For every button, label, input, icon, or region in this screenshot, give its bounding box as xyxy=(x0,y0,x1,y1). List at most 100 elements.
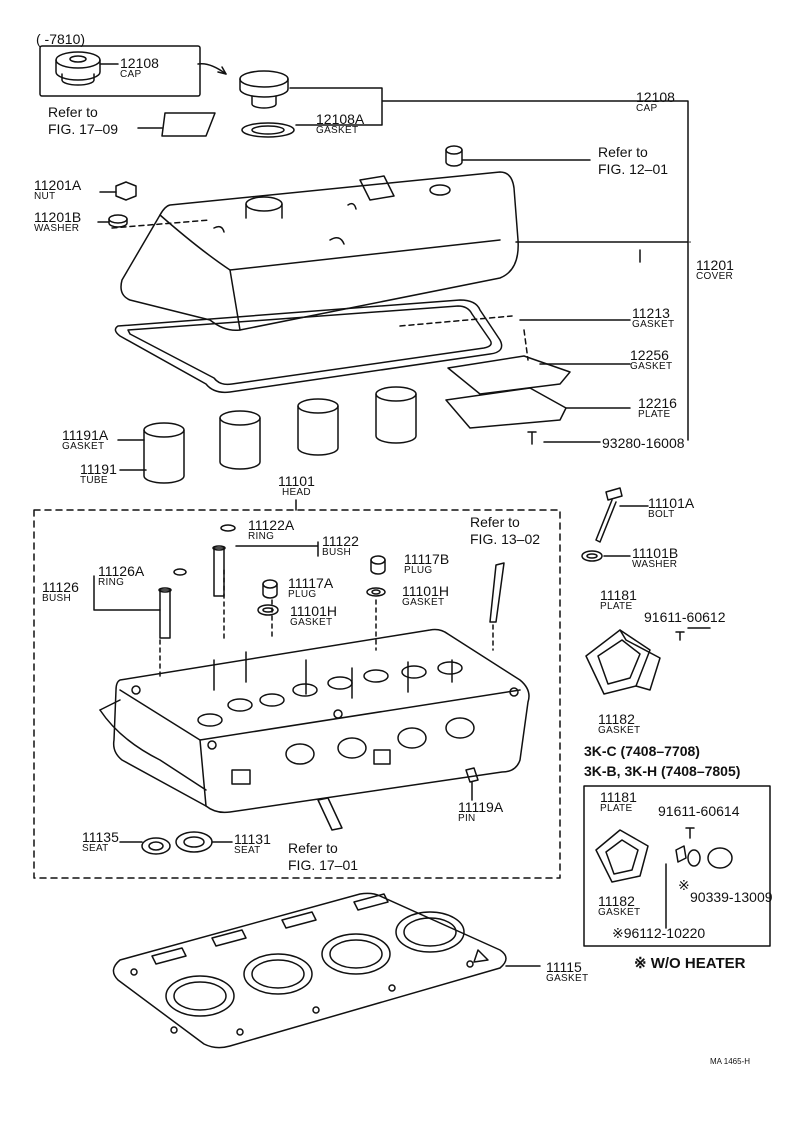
part-seat-2: 11131 SEAT xyxy=(234,832,271,856)
part-name: GASKET xyxy=(546,973,589,984)
ref-fig-12-01[interactable]: Refer to FIG. 12–01 xyxy=(598,144,669,177)
part-name: GASKET xyxy=(598,725,641,736)
part-gasket-h2: 11101H GASKET xyxy=(402,584,449,608)
old-cap-drawing xyxy=(55,51,101,86)
gasket-sheet xyxy=(161,112,216,137)
plate-bolt-drawing xyxy=(527,431,601,445)
part-name: CAP xyxy=(636,103,658,114)
part-number: 12108A xyxy=(316,111,365,127)
part-number: 11135 xyxy=(82,829,119,845)
part-number: 11201A xyxy=(34,177,82,193)
part-number: 11182 xyxy=(598,893,635,909)
part-name: NUT xyxy=(34,191,56,202)
part-gasket-nh: 11182 GASKET xyxy=(598,894,640,918)
part-name: BOLT xyxy=(648,509,675,520)
arrow-cap xyxy=(197,62,227,75)
part-number: 11181 xyxy=(600,587,637,603)
part-name: GASKET xyxy=(316,125,359,136)
part-plate-bolt: 93280-16008 xyxy=(602,436,685,450)
part-number: 11182 xyxy=(598,711,635,727)
part-number: 12108 xyxy=(120,55,159,71)
part-gasket-tube: 11191A GASKET xyxy=(62,428,108,452)
part-name: GASKET xyxy=(402,597,445,608)
heater-plate-drawing xyxy=(585,627,711,695)
part-number: 12108 xyxy=(636,89,675,105)
part-name: RING xyxy=(98,577,125,588)
part-name: BUSH xyxy=(322,547,351,558)
wo-heater-note: ※ W/O HEATER xyxy=(634,955,746,972)
part-number: 93280-16008 xyxy=(602,435,685,451)
part-number: 91611-60614 xyxy=(658,803,740,819)
part-bolt-star: ※96112-10220 xyxy=(612,926,705,940)
part-number: 11115 xyxy=(546,959,582,975)
part-head-gasket: 11115 GASKET xyxy=(546,960,588,984)
part-number: 11131 xyxy=(234,831,271,847)
part-number: 12256 xyxy=(630,347,669,363)
oil-filler-plug xyxy=(445,145,591,167)
cap-drawing xyxy=(239,70,289,109)
part-name: PLUG xyxy=(404,565,433,576)
valve-cover-drawing xyxy=(111,171,689,332)
spark-plug-tubes xyxy=(117,386,417,484)
part-name: GASKET xyxy=(62,441,105,452)
ref-fig-17-01[interactable]: Refer to FIG. 17–01 xyxy=(288,840,359,873)
ref-fig-17-09[interactable]: Refer to FIG. 17–09 xyxy=(48,104,119,137)
part-name: PLUG xyxy=(288,589,317,600)
part-number: 11117B xyxy=(404,551,450,567)
part-ring-bush: 11122A RING xyxy=(248,518,294,542)
part-pin: 11119A PIN xyxy=(458,800,503,824)
part-ring-small: 11126A RING xyxy=(98,564,144,588)
model-line-2: 3K-B, 3K-H (7408–7805) xyxy=(584,763,741,779)
part-head-washer: 11101B WASHER xyxy=(632,546,678,570)
model-line-1: 3K-C (7408–7708) xyxy=(584,743,700,759)
part-name: TUBE xyxy=(80,475,108,486)
part-plug-a: 11117A PLUG xyxy=(288,576,333,600)
part-name: GASKET xyxy=(290,617,333,628)
part-plate-nh: 11181 PLATE xyxy=(600,790,637,814)
part-name: BUSH xyxy=(42,593,71,604)
part-name: SEAT xyxy=(234,845,261,856)
part-gasket-plate: 12256 GASKET xyxy=(630,348,672,372)
part-name: PLATE xyxy=(638,409,671,420)
seats-and-pins xyxy=(119,767,479,855)
part-gasket-cap: 12108A GASKET xyxy=(316,112,364,136)
part-number: 90339-13009 xyxy=(690,889,773,905)
part-washer: 11201B WASHER xyxy=(34,210,81,234)
part-number: 11126A xyxy=(98,563,145,579)
part-gasket-h1: 11101H GASKET xyxy=(290,604,337,628)
part-name: COVER xyxy=(696,271,734,282)
leader-cover xyxy=(639,241,691,263)
part-number: 11122 xyxy=(322,533,359,549)
part-tube: 11191 TUBE xyxy=(80,462,117,486)
part-bush: 11122 BUSH xyxy=(322,534,359,558)
part-name: GASKET xyxy=(630,361,673,372)
part-number: ※96112-10220 xyxy=(612,925,706,941)
part-number: 11191 xyxy=(80,461,117,477)
part-cap-old: 12108 CAP xyxy=(120,56,159,80)
part-number: 11101 xyxy=(278,473,315,489)
part-number: 11101H xyxy=(290,603,337,619)
part-plate-heater: 11181 PLATE xyxy=(600,588,637,612)
ref-fig-13-02[interactable]: Refer to FIG. 13–02 xyxy=(470,514,541,547)
part-head-bolt: 11101A BOLT xyxy=(648,496,694,520)
cover-gasket-drawing xyxy=(114,299,631,394)
part-number: 11119A xyxy=(458,799,504,815)
part-number: 11181 xyxy=(600,789,637,805)
no-heater-box xyxy=(583,785,771,947)
part-number: 11117A xyxy=(288,575,334,591)
cap-gasket-drawing xyxy=(241,122,295,138)
part-number: 12216 xyxy=(638,395,677,411)
part-bush-small: 11126 BUSH xyxy=(42,580,79,604)
part-number: 11126 xyxy=(42,579,79,595)
head-bolt-drawing xyxy=(581,487,649,562)
plugs-and-gaskets xyxy=(257,555,386,616)
part-plug-b: 11117B PLUG xyxy=(404,552,449,576)
part-number: 11201B xyxy=(34,209,82,225)
part-number: 11101A xyxy=(648,495,695,511)
part-plate: 12216 PLATE xyxy=(638,396,677,420)
footer-code: MA 1465-H xyxy=(710,1057,751,1066)
part-gasket-cover: 11213 GASKET xyxy=(632,306,674,330)
part-head: 11101 HEAD xyxy=(278,474,315,498)
part-name: WASHER xyxy=(34,223,80,234)
part-name: GASKET xyxy=(598,907,641,918)
